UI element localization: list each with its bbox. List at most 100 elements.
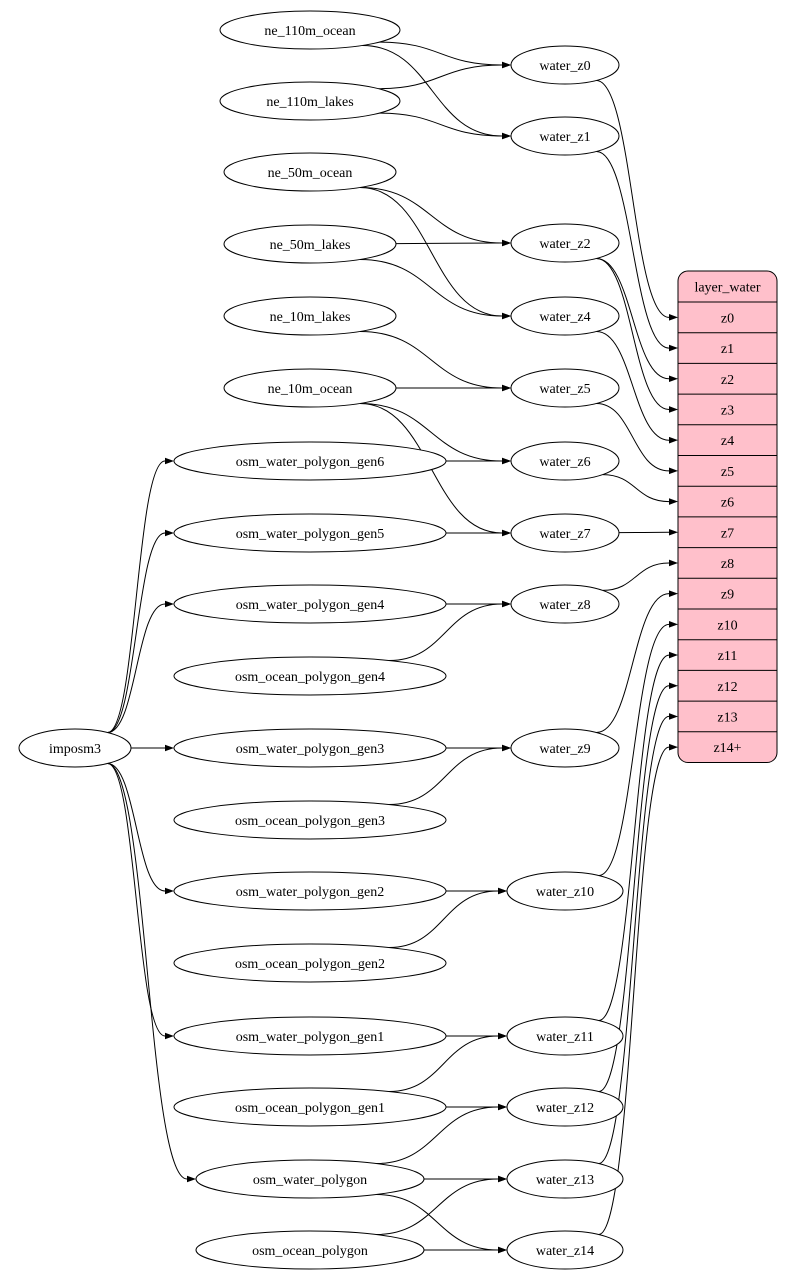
edge-water_z6-to-layer_water-z6: [603, 475, 669, 502]
node-osm_water_polygon_gen4: osm_water_polygon_gen4: [174, 585, 446, 623]
node-osm_water_polygon_gen5: osm_water_polygon_gen5: [174, 514, 446, 552]
table-row-label: z1: [721, 342, 734, 357]
node-label: osm_water_polygon_gen3: [236, 742, 385, 757]
edge-water_z8-to-layer_water-z8: [603, 563, 669, 590]
table-row-label: z7: [721, 526, 734, 541]
node-water_z12: water_z12: [507, 1088, 623, 1126]
arrowhead-icon: [669, 682, 678, 689]
arrowhead-icon: [498, 1247, 507, 1254]
edge-ne_110m_lakes-to-water_z0: [379, 65, 502, 89]
edge-water_z11-to-layer_water-z11: [599, 655, 669, 1020]
node-imposm3: imposm3: [19, 729, 131, 767]
node-osm_ocean_polygon_gen1: osm_ocean_polygon_gen1: [174, 1088, 446, 1126]
arrowhead-icon: [669, 375, 678, 382]
nodes-layer: imposm3 ne_110m_ocean ne_110m_lakes ne_50m_…: [19, 11, 623, 1269]
edge-imposm3-to-osm_water_polygon_gen2: [108, 764, 165, 892]
edge-imposm3-to-osm_water_polygon: [108, 764, 187, 1180]
node-label: osm_water_polygon_gen1: [236, 1030, 385, 1045]
node-label: osm_ocean_polygon_gen2: [235, 957, 385, 972]
node-osm_ocean_polygon_gen3: osm_ocean_polygon_gen3: [174, 801, 446, 839]
node-label: water_z1: [539, 130, 590, 145]
node-ne_10m_ocean: ne_10m_ocean: [224, 369, 396, 407]
node-label: osm_ocean_polygon: [252, 1244, 368, 1259]
arrowhead-icon: [502, 458, 511, 465]
node-label: osm_water_polygon: [253, 1173, 367, 1188]
arrowhead-icon: [502, 133, 511, 140]
table-row-label: z10: [717, 618, 737, 633]
node-label: water_z0: [539, 59, 590, 74]
arrowhead-icon: [498, 1033, 507, 1040]
table-title: layer_water: [694, 281, 760, 296]
node-label: water_z4: [539, 310, 590, 325]
edge-ne_110m_lakes-to-water_z1: [379, 113, 502, 136]
node-osm_ocean_polygon: osm_ocean_polygon: [196, 1231, 424, 1269]
node-osm_water_polygon_gen6: osm_water_polygon_gen6: [174, 442, 446, 480]
table-row-label: z6: [721, 496, 734, 511]
node-label: osm_water_polygon_gen6: [236, 455, 385, 470]
edge-ne_110m_ocean-to-water_z0: [379, 42, 502, 65]
node-water_z2: water_z2: [511, 224, 619, 262]
node-osm_water_polygon_gen3: osm_water_polygon_gen3: [174, 729, 446, 767]
table-row-label: z0: [721, 311, 734, 326]
arrowhead-icon: [502, 385, 511, 392]
node-label: water_z9: [539, 742, 590, 757]
edges-layer: [108, 42, 678, 1253]
node-water_z11: water_z11: [507, 1017, 623, 1055]
arrowhead-icon: [187, 1176, 196, 1183]
node-label: ne_110m_ocean: [264, 24, 355, 39]
arrowhead-icon: [669, 652, 678, 659]
node-ne_110m_lakes: ne_110m_lakes: [220, 82, 400, 120]
layer-water-table: layer_waterz0z1z2z3z4z5z6z7z8z9z10z11z12…: [678, 271, 777, 763]
arrowhead-icon: [669, 560, 678, 567]
node-label: osm_water_polygon_gen5: [236, 527, 385, 542]
arrowhead-icon: [669, 529, 678, 536]
node-label: water_z6: [539, 455, 590, 470]
arrowhead-icon: [498, 1104, 507, 1111]
table-row-label: z8: [721, 557, 734, 572]
edge-water_z14-to-layer_water-z14+: [599, 747, 669, 1234]
arrowhead-icon: [669, 314, 678, 321]
node-label: ne_10m_lakes: [270, 310, 351, 325]
table-row-label: z4: [721, 434, 734, 449]
arrowhead-icon: [165, 601, 174, 608]
edge-ne_50m_lakes-to-water_z2: [396, 243, 502, 244]
node-water_z14: water_z14: [507, 1231, 623, 1269]
edge-imposm3-to-osm_water_polygon_gen6: [108, 461, 165, 733]
node-label: osm_water_polygon_gen2: [236, 885, 385, 900]
node-water_z1: water_z1: [511, 117, 619, 155]
node-label: ne_50m_ocean: [268, 166, 353, 181]
node-label: water_z5: [539, 382, 590, 397]
node-label: osm_water_polygon_gen4: [236, 598, 385, 613]
node-ne_10m_lakes: ne_10m_lakes: [224, 297, 396, 335]
table-row-label: z3: [721, 404, 734, 419]
node-osm_water_polygon_gen2: osm_water_polygon_gen2: [174, 872, 446, 910]
node-water_z9: water_z9: [511, 729, 619, 767]
node-ne_50m_lakes: ne_50m_lakes: [224, 225, 396, 263]
node-water_z8: water_z8: [511, 585, 619, 623]
node-label: water_z8: [539, 598, 590, 613]
edge-imposm3-to-osm_water_polygon_gen1: [108, 764, 165, 1037]
node-ne_110m_ocean: ne_110m_ocean: [220, 11, 400, 49]
node-water_z6: water_z6: [511, 442, 619, 480]
node-ne_50m_ocean: ne_50m_ocean: [224, 153, 396, 191]
arrowhead-icon: [669, 437, 678, 444]
edge-imposm3-to-osm_water_polygon_gen5: [108, 533, 165, 733]
node-label: ne_50m_lakes: [270, 238, 351, 253]
arrowhead-icon: [165, 1033, 174, 1040]
node-label: osm_ocean_polygon_gen1: [235, 1101, 385, 1116]
arrowhead-icon: [165, 745, 174, 752]
arrowhead-icon: [502, 601, 511, 608]
node-label: imposm3: [49, 742, 101, 757]
node-osm_ocean_polygon_gen2: osm_ocean_polygon_gen2: [174, 944, 446, 982]
node-water_z0: water_z0: [511, 46, 619, 84]
node-label: ne_10m_ocean: [268, 382, 353, 397]
node-label: water_z14: [536, 1244, 594, 1259]
arrowhead-icon: [502, 62, 511, 69]
arrowhead-icon: [502, 313, 511, 320]
edge-water_z0-to-layer_water-z0: [596, 81, 669, 318]
node-water_z10: water_z10: [507, 872, 623, 910]
node-label: ne_110m_lakes: [266, 95, 353, 110]
table-row-label: z9: [721, 588, 734, 603]
arrowhead-icon: [669, 744, 678, 751]
arrowhead-icon: [165, 458, 174, 465]
